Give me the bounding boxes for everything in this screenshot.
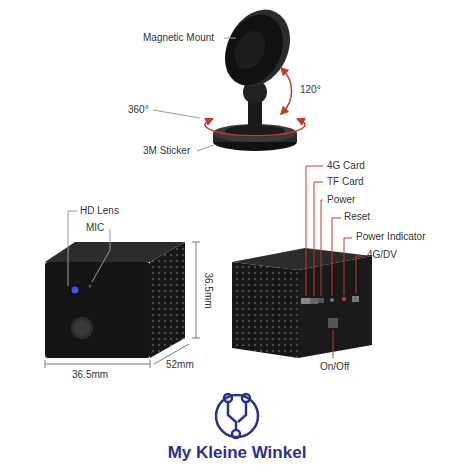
port-label: 4G/DV: [367, 249, 397, 260]
tilt-arrow: [283, 70, 292, 112]
rotation-arrow: [205, 120, 305, 136]
port-label: Power: [327, 194, 355, 205]
port-label: Power Indicator: [356, 231, 425, 242]
port-label: TF Card: [327, 176, 364, 187]
port-label: On/Off: [320, 361, 349, 372]
port-label: 4G Card: [327, 160, 365, 171]
part-label: HD Lens: [80, 205, 119, 216]
leader-lines: [153, 38, 236, 151]
angle-label: 120°: [300, 84, 321, 95]
camera-back: [232, 248, 372, 358]
dimension-label: 36.5mm: [72, 369, 108, 380]
part-label: 3M Sticker: [143, 145, 190, 156]
port-label: Reset: [344, 211, 370, 222]
part-label: MIC: [86, 222, 104, 233]
part-label: Magnetic Mount: [143, 32, 214, 43]
leader-lines: [68, 211, 110, 286]
angle-label: 360°: [128, 104, 149, 115]
logo-icon: [216, 394, 258, 438]
leader-lines: [306, 166, 363, 358]
dimension-label: 36.5mm: [203, 272, 214, 308]
dimension-lines: [45, 242, 200, 368]
dimension-label: 52mm: [166, 359, 194, 370]
camera-front: [45, 242, 185, 358]
magnetic-mount: [213, 0, 302, 151]
brand-name: My Kleine Winkel: [168, 444, 307, 463]
